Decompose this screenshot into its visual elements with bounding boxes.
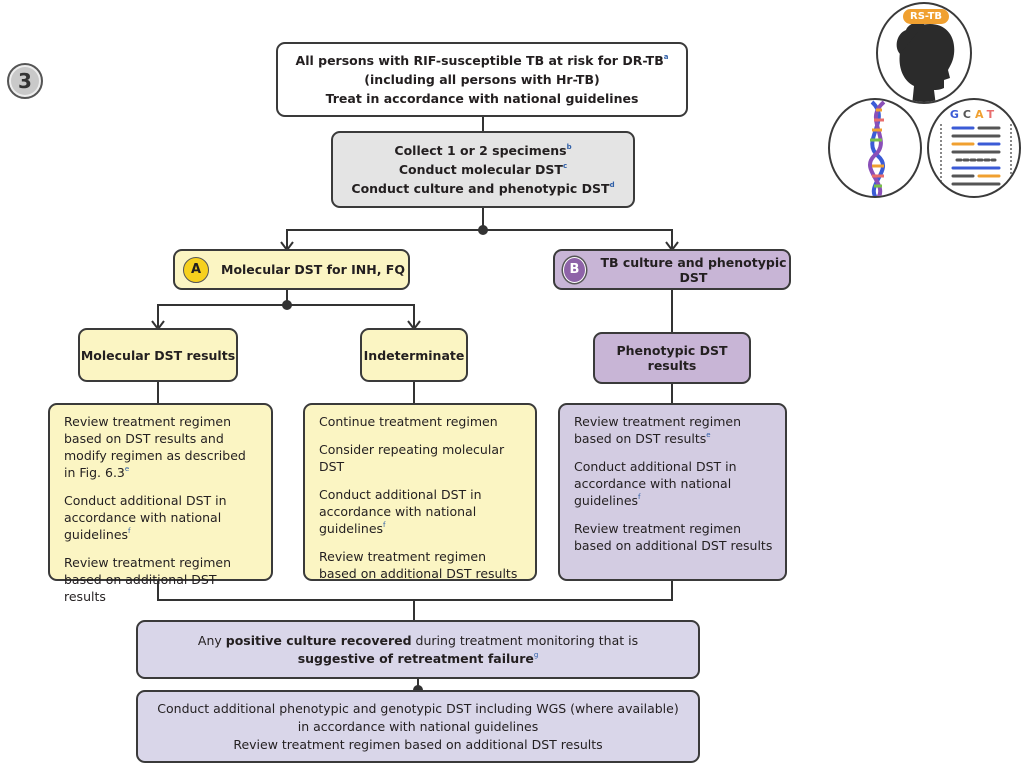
step-number: 3 xyxy=(18,69,32,93)
phenotypic-actions-list: Review treatment regimen based on DST re… xyxy=(558,403,787,581)
final-line-2: in accordance with national guidelines xyxy=(297,718,539,734)
list-item: Review treatment regimen based on DST re… xyxy=(64,414,246,480)
molecular-results-title: Molecular DST results xyxy=(80,347,236,363)
collect-line-1: Collect 1 or 2 specimensb xyxy=(394,143,572,158)
branch-b-box: B TB culture and phenotypic DST xyxy=(553,249,791,290)
list-item: Conduct additional DST in accordance wit… xyxy=(574,459,737,508)
dna-strands xyxy=(868,100,886,196)
collect-specimens-box: Collect 1 or 2 specimensb Conduct molecu… xyxy=(331,131,635,208)
list-item: Conduct additional DST in accordance wit… xyxy=(64,493,227,542)
rs-tb-label: RS-TB xyxy=(903,9,950,24)
gel-bands xyxy=(940,124,1012,190)
final-line-1: Conduct additional phenotypic and genoty… xyxy=(157,700,679,716)
person-silhouette-icon xyxy=(896,21,955,102)
collect-line-3: Conduct culture and phenotypic DSTd xyxy=(351,181,615,196)
dna-helix-icon xyxy=(828,98,922,198)
rs-tb-person-icon: RS-TB xyxy=(876,2,972,104)
indeterminate-title: Indeterminate xyxy=(363,347,465,363)
list-item: Review treatment regimen based on additi… xyxy=(319,549,518,581)
branch-a-title: Molecular DST for INH, FQ xyxy=(221,262,405,277)
positive-line-1: Any positive culture recovered during tr… xyxy=(197,632,639,648)
indeterminate-actions-list: Continue treatment regimen Consider repe… xyxy=(303,403,537,581)
final-actions-box: Conduct additional phenotypic and genoty… xyxy=(136,690,700,763)
list-item: Conduct additional DST in accordance wit… xyxy=(319,487,482,536)
junction-dot xyxy=(282,300,292,310)
list-item: Review treatment regimen based on additi… xyxy=(574,521,773,553)
branch-b-badge: B xyxy=(563,256,586,283)
entry-line-2: (including all persons with Hr-TB) xyxy=(364,72,600,87)
positive-culture-box: Any positive culture recovered during tr… xyxy=(136,620,700,679)
letter-a: A xyxy=(974,108,987,121)
indeterminate-box: Indeterminate xyxy=(360,328,468,382)
step-number-badge: 3 xyxy=(7,63,43,99)
branch-a-badge: A xyxy=(183,256,209,283)
letter-c: C xyxy=(962,108,975,121)
phenotypic-results-box: Phenotypic DST results xyxy=(593,332,751,384)
junction-dot xyxy=(478,225,488,235)
branch-a-box: A Molecular DST for INH, FQ xyxy=(173,249,410,290)
entry-line-3: Treat in accordance with national guidel… xyxy=(325,91,639,106)
list-item: Consider repeating molecular DST xyxy=(319,442,505,474)
collect-line-2: Conduct molecular DSTc xyxy=(398,162,568,177)
entry-line-1: All persons with RIF-susceptible TB at r… xyxy=(295,53,669,68)
list-item: Continue treatment regimen xyxy=(319,414,498,429)
molecular-results-box: Molecular DST results xyxy=(78,328,238,382)
letter-g: G xyxy=(949,108,963,121)
list-item: Review treatment regimen based on DST re… xyxy=(574,414,742,446)
entry-criteria-box: All persons with RIF-susceptible TB at r… xyxy=(276,42,688,117)
final-line-3: Review treatment regimen based on additi… xyxy=(233,736,603,752)
letter-t: T xyxy=(986,108,999,121)
list-item: Review treatment regimen based on additi… xyxy=(64,555,232,604)
positive-line-2: suggestive of retreatment failureg xyxy=(297,650,539,666)
branch-b-title: TB culture and phenotypic DST xyxy=(600,254,787,285)
sequencing-gel-icon: GCAT xyxy=(927,98,1021,198)
molecular-actions-list: Review treatment regimen based on DST re… xyxy=(48,403,273,604)
sequence-letters: GCAT xyxy=(929,108,1019,121)
phenotypic-results-title: Phenotypic DST results xyxy=(616,343,728,373)
